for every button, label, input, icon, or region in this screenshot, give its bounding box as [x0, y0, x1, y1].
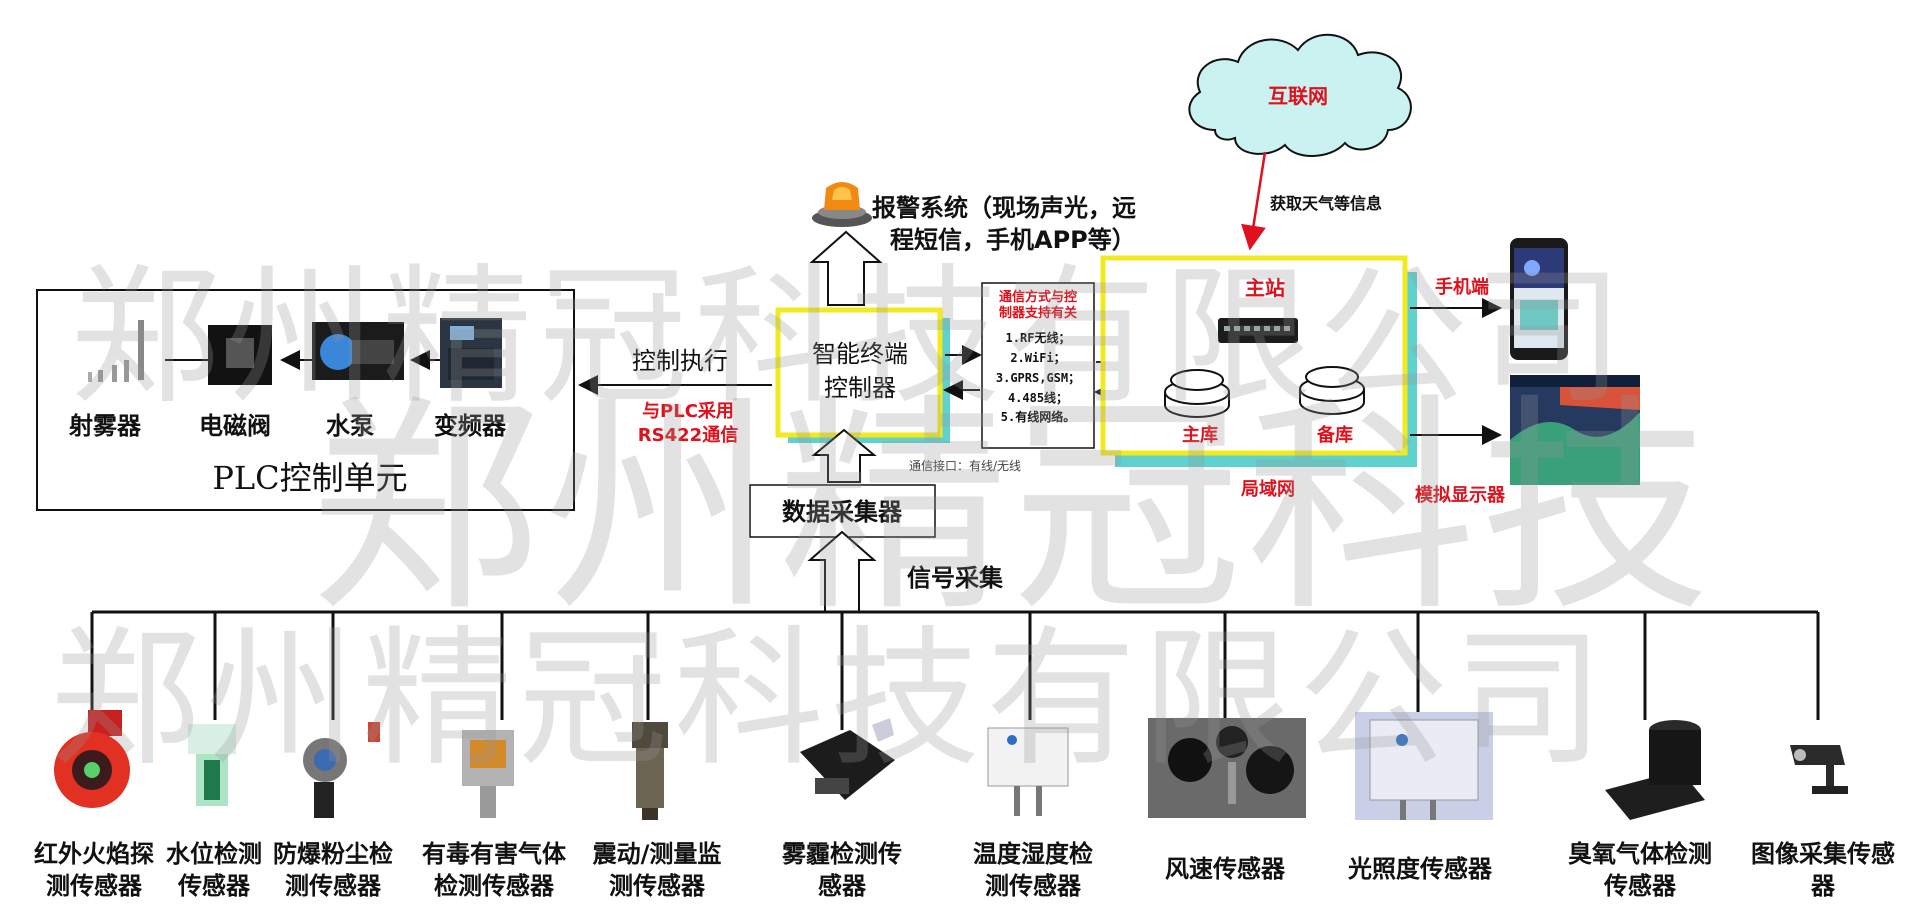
plc-device-label: 射雾器 — [60, 410, 150, 442]
comm-item: 2.WiFi； — [984, 348, 1092, 368]
main-db-label: 主库 — [1170, 420, 1230, 452]
sensor-label: 光照度传感器 — [1335, 853, 1505, 885]
sprayer-image — [88, 320, 144, 382]
sensor-label: 图像采集传感器 — [1740, 838, 1906, 902]
plc-unit-title: PLC控制单元 — [160, 462, 460, 494]
comm-box-content: 通信方式与控 制器支持有关 1.RF无线； 2.WiFi； 3.GPRS,GSM… — [984, 290, 1092, 426]
vibration-sensor-image — [632, 722, 668, 820]
flame-sensor-image — [54, 710, 130, 808]
alarm-line2: 程短信，手机APP等） — [890, 224, 1170, 256]
alarm-up-arrow — [812, 232, 880, 305]
terminal-line1: 智能终端 — [780, 338, 940, 370]
mobile-phone-image — [1510, 238, 1568, 360]
alarm-line1: 报警系统（现场声光，远 — [872, 192, 1172, 224]
collector-label: 数据采集器 — [752, 496, 932, 528]
main-db-icon — [1165, 370, 1229, 417]
plc-device-label: 变频器 — [425, 410, 515, 442]
sensor-label: 防爆粉尘检测传感器 — [260, 838, 406, 902]
sensor-label: 雾霾检测传感器 — [772, 838, 912, 902]
sensor-label: 风速传感器 — [1150, 853, 1300, 885]
network-switch-icon — [1218, 318, 1298, 343]
backup-db-label: 备库 — [1305, 420, 1365, 452]
camera-sensor-image — [1790, 745, 1848, 794]
plc-device-label: 水泵 — [315, 410, 385, 442]
light-sensor-image — [1355, 712, 1493, 820]
wind-speed-sensor-image — [1148, 718, 1306, 818]
temp-humidity-sensor-image — [988, 728, 1068, 816]
comm-title-line1: 通信方式与控 — [984, 290, 1092, 306]
backup-db-icon — [1300, 367, 1364, 414]
ozone-sensor-image — [1605, 720, 1705, 820]
sensor-drops — [92, 612, 1818, 730]
plc-comm-line2: RS422通信 — [618, 424, 758, 448]
sensor-label: 温度湿度检测传感器 — [958, 838, 1108, 902]
display-label: 模拟显示器 — [1400, 480, 1520, 512]
comm-item: 4.485线； — [984, 388, 1092, 408]
terminal-line2: 控制器 — [780, 372, 940, 404]
plc-device-label: 电磁阀 — [190, 410, 280, 442]
water-level-sensor-image — [188, 724, 236, 806]
weather-arrow — [1250, 152, 1265, 248]
comm-item: 3.GPRS,GSM； — [984, 368, 1092, 388]
water-pump-image — [312, 322, 404, 380]
internet-label: 互联网 — [1248, 80, 1348, 112]
signal-up-arrow — [810, 532, 874, 612]
comm-item: 5.有线网络。 — [984, 408, 1092, 426]
alarm-light-icon — [812, 182, 872, 227]
plc-comm-line1: 与PLC采用 — [618, 400, 758, 424]
comm-item: 1.RF无线； — [984, 328, 1092, 348]
comm-title-line2: 制器支持有关 — [984, 306, 1092, 322]
lan-label: 局域网 — [1228, 474, 1308, 506]
mobile-label: 手机端 — [1422, 272, 1502, 304]
solenoid-valve-image — [208, 325, 272, 385]
inverter-image — [440, 318, 502, 388]
sensor-label: 有毒有害气体检测传感器 — [410, 838, 578, 902]
sensor-label: 震动/测量监测传感器 — [582, 838, 732, 902]
haze-sensor-image — [800, 718, 895, 800]
signal-label: 信号采集 — [895, 562, 1015, 594]
control-exec-label: 控制执行 — [620, 345, 740, 377]
toxic-gas-sensor-image — [462, 730, 514, 818]
dust-sensor-image — [303, 722, 380, 818]
display-monitor-image — [1510, 375, 1640, 485]
weather-info-label: 获取天气等信息 — [1270, 188, 1440, 220]
comm-interface-label: 通信接口：有线/无线 — [890, 458, 1040, 474]
sensor-label: 臭氧气体检测传感器 — [1552, 838, 1728, 902]
master-title: 主站 — [1215, 272, 1315, 304]
